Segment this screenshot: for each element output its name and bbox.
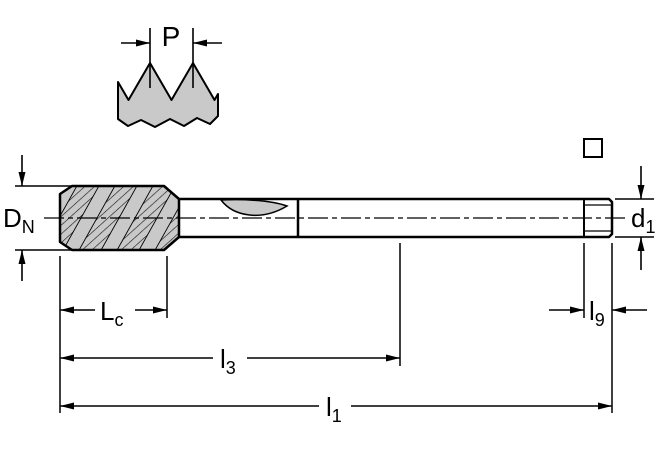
flute-runout bbox=[219, 198, 289, 217]
dimension-chamfer-length: Lc bbox=[60, 295, 167, 330]
label-l3: l3 bbox=[220, 344, 236, 378]
label-mask bbox=[213, 343, 247, 372]
cutting-head-outline bbox=[58, 184, 181, 252]
label-overall-length: l1 bbox=[326, 392, 342, 426]
label-shank-diameter: d1 bbox=[631, 203, 655, 237]
label-mask bbox=[95, 295, 135, 324]
dimension-nominal-diameter: DN bbox=[3, 155, 74, 281]
thread-pitch-detail: P bbox=[117, 21, 222, 128]
thread-profile bbox=[117, 62, 219, 128]
label-square-length: l9 bbox=[589, 296, 605, 330]
label-pitch: P bbox=[162, 21, 181, 52]
dimension-overall-length: l1 bbox=[60, 391, 612, 426]
label-mask bbox=[319, 391, 351, 420]
label-nominal-diameter: DN bbox=[3, 203, 35, 237]
extension-lines-bottom bbox=[59, 243, 613, 413]
dimension-square-length: l9 bbox=[549, 296, 647, 330]
dimension-shank-diameter: d1 bbox=[615, 166, 655, 270]
dimension-l3: l3 bbox=[60, 343, 400, 378]
square-end-icon bbox=[583, 138, 603, 158]
label-chamfer-length: Lc bbox=[100, 296, 123, 330]
